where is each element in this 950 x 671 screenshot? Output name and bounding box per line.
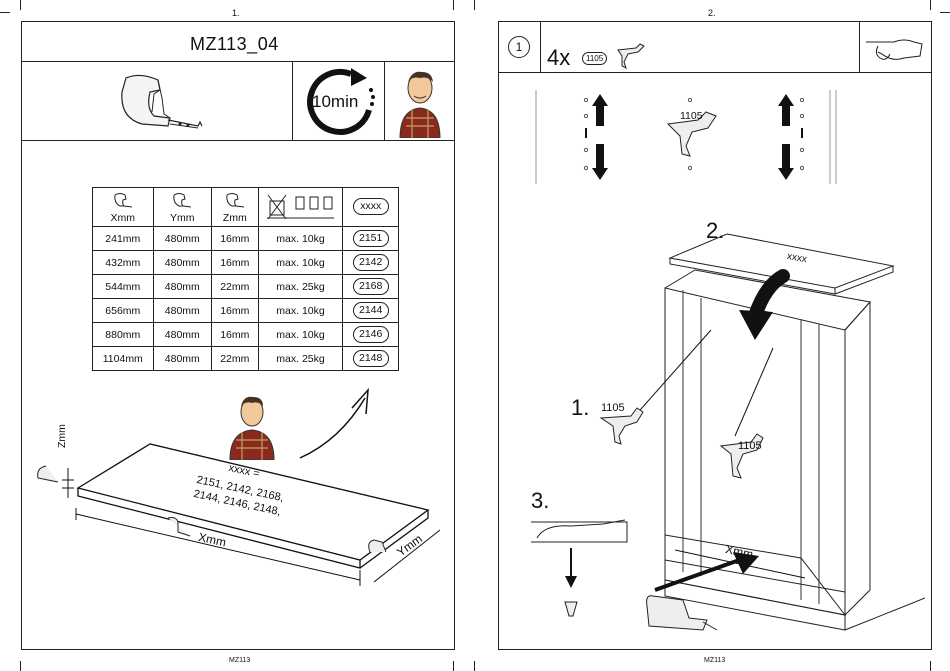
table-row: 432mm 480mm 16mm max. 10kg 2142	[92, 250, 399, 275]
divider	[859, 21, 860, 73]
step-label: 2.	[706, 218, 725, 243]
clock-icon	[307, 68, 375, 135]
divider	[292, 61, 293, 141]
table-row: 880mm 480mm 16mm max. 10kg 2146	[92, 322, 399, 347]
header-ymm: Ymm	[152, 187, 213, 227]
page-footer: MZ113	[704, 657, 726, 664]
crop-mark	[930, 0, 931, 10]
shelf-diagram	[37, 387, 440, 586]
shelf-support-icon	[226, 193, 244, 208]
step-label: 3.	[531, 488, 550, 513]
crop-mark	[20, 661, 21, 671]
header-code: xxxx	[342, 187, 399, 227]
page-title: MZ113_04	[190, 34, 279, 54]
shelf-pin-icon	[617, 43, 645, 69]
crop-mark	[20, 0, 21, 10]
crop-mark	[474, 0, 475, 10]
pin-placement-diagram	[535, 90, 837, 184]
right-sheet-frame	[498, 21, 932, 650]
divider	[21, 140, 454, 141]
step-label: 1.	[571, 395, 590, 420]
header-load	[257, 187, 344, 227]
table-row: 241mm 480mm 16mm max. 10kg 2151	[92, 226, 399, 251]
dimension-z: Zmm	[56, 424, 68, 448]
crop-mark	[930, 661, 931, 671]
divider	[540, 21, 541, 73]
crop-mark	[940, 12, 950, 13]
code-badge: 2168	[352, 278, 389, 295]
part-label: 1105	[680, 110, 703, 122]
code-badge: 2142	[352, 254, 389, 271]
time-label: 10min	[312, 92, 359, 111]
part-label: 1105	[601, 402, 625, 414]
crop-mark	[474, 661, 475, 671]
divider	[21, 61, 454, 62]
cabinet-diagram	[531, 233, 925, 631]
table-row: 656mm 480mm 16mm max. 10kg 2144	[92, 298, 399, 323]
quantity-label: 4x	[547, 45, 571, 70]
part-code-badge: 1105	[582, 52, 608, 65]
crop-mark	[453, 0, 454, 10]
code-badge: 2151	[352, 230, 389, 247]
code-badge: 2146	[352, 326, 389, 343]
table-row: 1104mm 480mm 22mm max. 25kg 2148	[92, 346, 399, 371]
shelf-support-icon	[114, 193, 132, 208]
shelf-support-icon	[121, 74, 203, 129]
parts-table: Xmm Ymm Zmm xxxx	[92, 187, 399, 371]
crop-mark	[453, 661, 454, 671]
person-icon	[399, 71, 441, 138]
page-number: 2.	[708, 8, 716, 18]
code-badge: 2148	[352, 350, 389, 367]
table-row: 544mm 480mm 22mm max. 25kg 2168	[92, 274, 399, 299]
divider	[498, 72, 931, 73]
shelf-support-icon	[173, 193, 192, 208]
code-badge: 2144	[352, 302, 389, 319]
person-icon	[229, 396, 275, 460]
page-number: 1.	[232, 8, 240, 18]
header-xmm: Xmm	[92, 187, 154, 227]
crop-mark	[0, 12, 10, 13]
header-zmm: Zmm	[211, 187, 259, 227]
divider	[384, 61, 385, 141]
part-label: 1105	[738, 440, 762, 452]
page-footer: MZ113	[229, 657, 251, 664]
hand-pointing-icon	[866, 39, 923, 60]
table-header-row: Xmm Ymm Zmm xxxx	[92, 187, 399, 227]
step-number-badge: 1	[508, 36, 530, 58]
load-limit-icon	[266, 194, 334, 220]
